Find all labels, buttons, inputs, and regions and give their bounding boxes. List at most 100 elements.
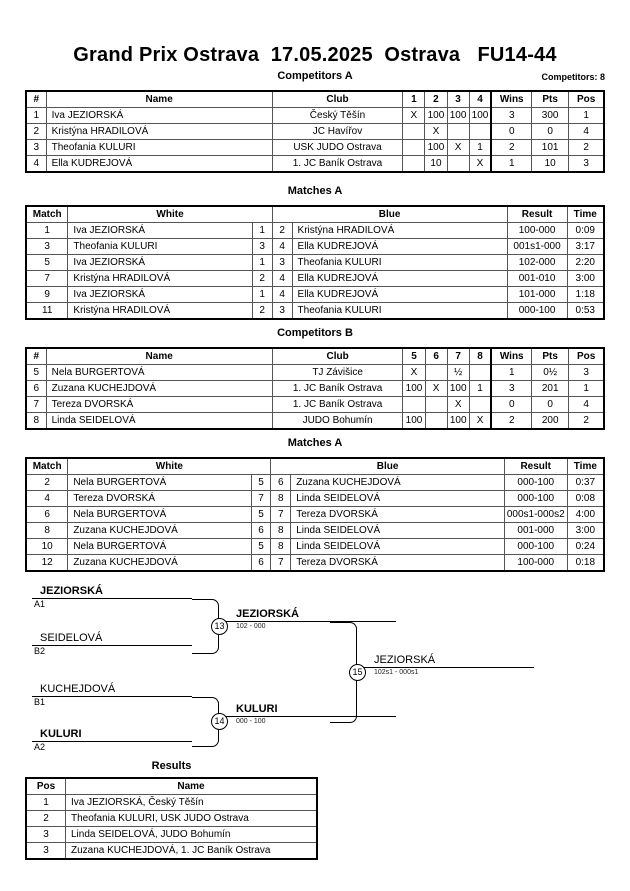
cell-opponent-3: 100 [446,107,470,124]
col-opp-8: 8 [468,347,492,365]
cell-opponent-3: X [446,139,470,156]
bracket-node-rule [226,621,396,622]
cell-name: Iva JEZIORSKÁ, Český Těšín [64,794,318,811]
col-opp-2: 2 [424,90,448,108]
cell-match-number: 1 [25,222,69,239]
table-header-row: Pos Name [25,777,318,795]
cell-result: 100-000 [503,554,568,572]
cell-club: JC Havířov [271,123,404,140]
cell-blue-name: Tereza DVORSKÁ [290,506,505,523]
col-time: Time [566,457,605,475]
section-caption-matches-b: Matches A [287,437,343,449]
cell-white-name: Zuzana KUCHEJDOVÁ [67,522,252,539]
cell-match-number: 3 [25,238,69,255]
bracket-semifinal-14: KULURI 000 - 100 [226,703,396,726]
cell-opponent-8 [468,396,492,413]
cell-pts: 0 [531,396,570,413]
cell-blue-name: Zuzana KUCHEJDOVÁ [290,474,505,491]
cell-name: Iva JEZIORSKÁ [45,107,273,124]
cell-blue-name: Linda SEIDELOVÁ [290,490,505,507]
cell-time: 0:24 [566,538,605,555]
cell-white-seed: 6 [250,522,272,539]
cell-opponent-5: 100 [402,380,426,397]
bracket-slot-b2: SEIDELOVÁ B2 [32,632,192,657]
cell-time: 0:37 [566,474,605,491]
cell-pos: 1 [568,107,605,124]
cell-blue-seed: 3 [271,254,293,271]
cell-opponent-4: 100 [468,107,492,124]
cell-time: 4:00 [566,506,605,523]
cell-match-number: 6 [25,506,69,523]
cell-result: 001s1-000 [506,238,568,255]
cell-match-number: 11 [25,302,69,320]
cell-white-seed: 5 [250,538,272,555]
cell-opponent-5: X [402,364,426,381]
cell-match-number: 12 [25,554,69,572]
cell-pos: 3 [25,826,66,843]
cell-white-seed: 1 [251,254,273,271]
bracket-final: JEZIORSKÁ 102s1 - 000s1 [364,654,534,677]
col-opp-3: 3 [446,90,470,108]
cell-name: Zuzana KUCHEJDOVÁ [45,380,273,397]
cell-name: Theofania KULURI, USK JUDO Ostrava [64,810,318,827]
cell-pos: 1 [568,380,605,397]
col-time: Time [566,205,605,223]
bracket-node-name: JEZIORSKÁ [374,654,436,666]
bracket-slot-name: KUCHEJDOVÁ [40,683,116,695]
col-opp-4: 4 [468,90,492,108]
cell-result: 100-000 [506,222,568,239]
col-opp-6: 6 [424,347,448,365]
cell-blue-name: Theofania KULURI [291,302,508,320]
cell-blue-seed: 4 [271,270,293,287]
cell-opponent-6 [424,396,448,413]
table-header-row: Match White Blue Result Time [25,205,605,223]
bracket-match-number-15: 15 [349,664,366,681]
col-white: White [67,205,273,223]
cell-time: 1:18 [566,286,605,303]
cell-blue-seed: 8 [270,490,292,507]
cell-club: TJ Závišice [271,364,404,381]
cell-pos: 2 [568,412,605,430]
cell-opponent-1 [402,155,426,173]
cell-name: Nela BURGERTOVÁ [45,364,273,381]
cell-result: 102-000 [506,254,568,271]
cell-time: 0:09 [566,222,605,239]
col-pts: Pts [531,90,570,108]
bracket-slot-name: JEZIORSKÁ [40,585,103,597]
bracket-slot-b1: KUCHEJDOVÁ B1 [32,683,192,708]
cell-white-seed: 6 [250,554,272,572]
cell-pos: 4 [568,123,605,140]
bracket-slot-name: SEIDELOVÁ [40,632,103,644]
cell-time: 3:00 [566,270,605,287]
cell-name: Linda SEIDELOVÁ [45,412,273,430]
cell-num: 4 [25,155,47,173]
cell-match-number: 7 [25,270,69,287]
cell-num: 8 [25,412,47,430]
cell-white-name: Iva JEZIORSKÁ [67,222,253,239]
col-pos: Pos [25,777,66,795]
cell-blue-seed: 4 [271,238,293,255]
cell-opponent-2: 10 [424,155,448,173]
bracket-slot-seed: A2 [34,742,46,752]
cell-white-seed: 2 [251,270,273,287]
cell-white-seed: 5 [250,474,272,491]
cell-blue-seed: 8 [270,538,292,555]
cell-result: 000-100 [503,538,568,555]
cell-time: 2:20 [566,254,605,271]
col-opp-7: 7 [446,347,470,365]
cell-pts: 0½ [531,364,570,381]
cell-opponent-7: ½ [446,364,470,381]
